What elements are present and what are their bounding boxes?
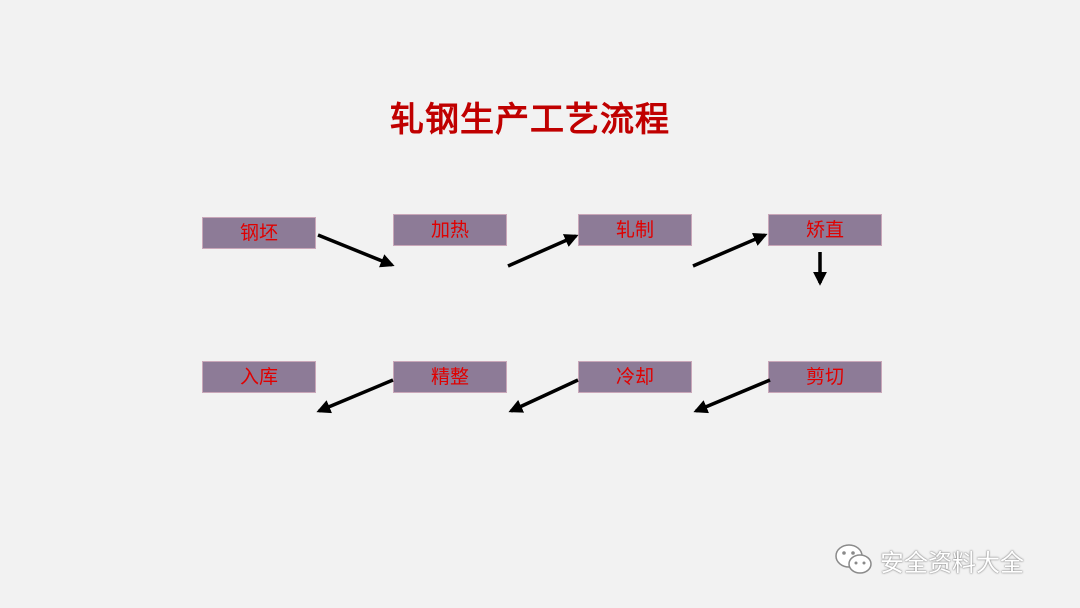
watermark-text: 安全资料大全 (880, 548, 1024, 577)
arrow-billet-to-heating (317, 233, 395, 268)
step-cutting: 剪切 (768, 361, 882, 393)
wechat-icon (835, 544, 872, 574)
arrow-heating-to-rolling (507, 234, 579, 268)
arrow-finishing-to-storage (316, 378, 394, 414)
step-cooling: 冷却 (578, 361, 692, 393)
step-finishing: 精整 (393, 361, 507, 393)
page-title: 轧钢生产工艺流程 (390, 100, 670, 140)
arrow-cooling-to-finishing (508, 378, 579, 413)
step-storage: 入库 (202, 361, 316, 393)
arrow-rolling-to-straightening (692, 232, 768, 268)
step-heating: 加热 (393, 214, 507, 246)
step-straightening: 矫直 (768, 214, 882, 246)
step-rolling: 轧制 (578, 214, 692, 246)
watermark: 安全资料大全 (834, 540, 1024, 580)
arrow-cutting-to-cooling (693, 378, 771, 414)
step-billet: 钢坯 (202, 217, 316, 249)
